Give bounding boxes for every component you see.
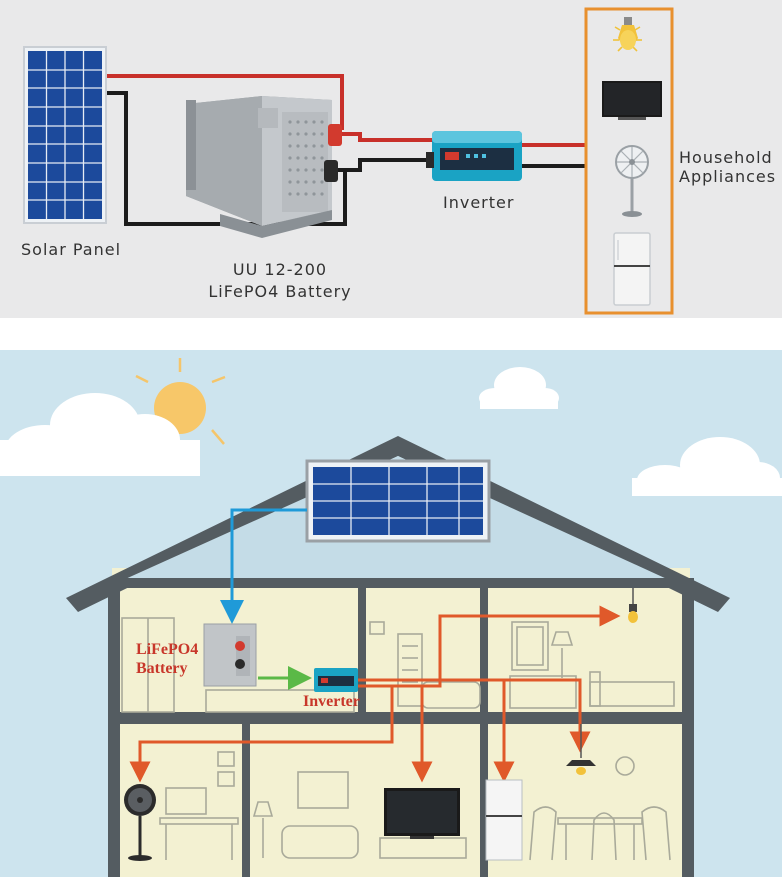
battery-model-label: UU 12-200 — [232, 260, 328, 279]
positive-wire-panel-battery — [104, 74, 344, 130]
tv-icon — [602, 81, 662, 120]
house-tv-icon — [384, 788, 460, 839]
house-diagram — [0, 358, 782, 877]
system-components-panel: Solar Panel UU 12-200 LiFePO4 Battery In… — [0, 0, 782, 318]
ceiling-light-downstairs-icon — [566, 724, 596, 775]
flow-inverter-to-appliances — [129, 605, 621, 783]
house-refrigerator-icon — [485, 779, 523, 861]
house-fan-icon — [124, 784, 156, 861]
inverter-label: Inverter — [443, 193, 515, 212]
house-battery-label-line2: Battery — [136, 660, 188, 677]
refrigerator-icon — [613, 232, 651, 306]
negative-wire-battery-inverter — [336, 158, 432, 172]
energy-flows — [129, 508, 621, 783]
furniture-line-art — [121, 617, 675, 861]
lifepo4-battery-icon — [186, 96, 342, 238]
system-components-diagram — [23, 7, 674, 315]
positive-wire-battery-inverter — [340, 132, 432, 142]
house-inverter-label: Inverter — [303, 693, 360, 710]
roof-solar-panel-icon — [305, 459, 491, 543]
solar-panel-icon — [23, 46, 107, 224]
solar-panel-label: Solar Panel — [21, 240, 122, 259]
cloud-middle-icon — [479, 367, 559, 409]
house-inverter-icon — [314, 668, 358, 692]
flow-panel-to-battery — [220, 508, 307, 624]
inverter-icon — [426, 131, 522, 181]
ceiling-beam — [112, 578, 690, 588]
appliances-frame — [584, 7, 674, 315]
ceiling-light-upstairs-icon — [628, 588, 638, 623]
cloud-right-icon — [632, 437, 782, 496]
light-bulb-icon — [613, 17, 642, 52]
house-structure — [108, 578, 694, 877]
cloud-left-icon — [0, 393, 200, 476]
house-battery-icon — [203, 623, 257, 687]
house-battery-label-line1: LiFePO4 — [136, 641, 199, 658]
appliances-label-line1: Household — [679, 148, 773, 167]
battery-type-label: LiFePO4 Battery — [208, 282, 352, 301]
appliances-label-line2: Appliances — [679, 167, 777, 186]
clouds — [0, 367, 782, 496]
wiring — [104, 74, 586, 226]
house-illustration-panel: LiFePO4 Battery Inverter — [0, 350, 782, 877]
fan-icon — [615, 145, 649, 217]
